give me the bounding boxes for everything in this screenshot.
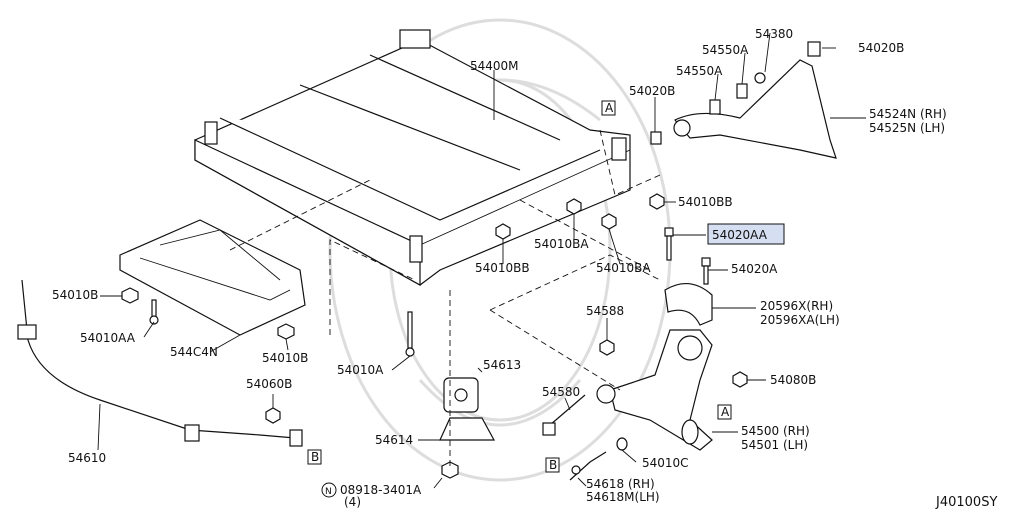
label-54525n: 54525N (LH) xyxy=(869,121,945,135)
label-54080b: 54080B xyxy=(770,373,816,387)
callout-box-a-bottom xyxy=(717,404,732,420)
stabilizer-bar[interactable] xyxy=(17,279,303,447)
callout-b-left: B xyxy=(311,450,319,464)
circled-n-letter: N xyxy=(325,487,332,497)
label-20596x: 20596X(RH) xyxy=(760,299,833,313)
callout-a-bottom: A xyxy=(721,405,730,419)
lower-arm-knuckle[interactable] xyxy=(596,329,713,451)
stabilizer-bushing[interactable] xyxy=(443,377,479,413)
bolt-54550a-2[interactable] xyxy=(709,99,721,115)
bolt-54580[interactable] xyxy=(542,394,586,436)
callout-box-a-top xyxy=(601,100,616,116)
leader-lines xyxy=(97,32,866,489)
label-544c4n: 544C4N xyxy=(170,345,218,359)
label-54614: 54614 xyxy=(375,433,413,447)
assembly-lines xyxy=(229,129,661,470)
label-54010a: 54010A xyxy=(337,363,384,377)
diagram-code: J40100SY xyxy=(935,495,997,510)
label-54400m: 54400M xyxy=(470,59,519,73)
stabilizer-clamp[interactable] xyxy=(439,417,496,441)
label-54020b-top: 54020B xyxy=(858,41,904,55)
upper-link-arm[interactable] xyxy=(673,41,837,159)
washer-54010c[interactable] xyxy=(616,437,628,451)
label-54610: 54610 xyxy=(68,451,106,465)
nut-54060b[interactable] xyxy=(265,407,281,424)
label-54010aa: 54010AA xyxy=(80,331,136,345)
label-54550a-1: 54550A xyxy=(702,43,749,57)
bolt-54010aa[interactable] xyxy=(149,299,159,325)
label-54550a-2: 54550A xyxy=(676,64,723,78)
label-54618: 54618 (RH) xyxy=(586,477,655,491)
label-54613: 54613 xyxy=(483,358,521,372)
bolt-54020aa[interactable] xyxy=(664,227,674,261)
label-20596xa: 20596XA(LH) xyxy=(760,313,840,327)
nut-54588[interactable] xyxy=(599,339,615,356)
washer-54380[interactable] xyxy=(754,72,766,84)
nut-54010ba-1[interactable] xyxy=(566,198,582,215)
label-54010ba-1: 54010BA xyxy=(534,237,589,251)
front-subframe[interactable] xyxy=(194,29,631,287)
bolt-54020a[interactable] xyxy=(701,257,711,285)
circled-n-icon xyxy=(321,482,337,498)
label-54010b-mid: 54010B xyxy=(262,351,308,365)
label-54501: 54501 (LH) xyxy=(741,438,808,452)
nut-54010bb-left[interactable] xyxy=(495,223,511,240)
label-54010ba-2: 54010BA xyxy=(596,261,651,275)
bushing-20596x[interactable] xyxy=(664,283,713,326)
label-54020b-mid: 54020B xyxy=(629,84,675,98)
label-54020a: 54020A xyxy=(731,262,778,276)
nut-54010ba-2[interactable] xyxy=(601,213,617,230)
label-54020aa: 54020AA xyxy=(712,228,768,242)
label-54500: 54500 (RH) xyxy=(741,424,810,438)
label-54010b-left: 54010B xyxy=(52,288,98,302)
subframe-bracket[interactable] xyxy=(119,219,306,336)
label-54524n: 54524N (RH) xyxy=(869,107,947,121)
label-54618m: 54618M(LH) xyxy=(586,490,660,504)
label-08918-qty: (4) xyxy=(344,495,361,509)
callout-b-bottom: B xyxy=(549,458,557,472)
label-54580: 54580 xyxy=(542,385,580,399)
highlight-box xyxy=(707,223,785,245)
nut-54010b-left[interactable] xyxy=(121,287,139,304)
nut-54010b-mid[interactable] xyxy=(277,323,295,340)
label-54010bb-right: 54010BB xyxy=(678,195,733,209)
label-54060b: 54060B xyxy=(246,377,292,391)
nut-54020b-mid[interactable] xyxy=(650,131,662,145)
label-54588: 54588 xyxy=(586,304,624,318)
stabilizer-link[interactable] xyxy=(569,451,607,481)
nut-54080b[interactable] xyxy=(732,371,748,388)
label-54010bb-left: 54010BB xyxy=(475,261,530,275)
callout-box-b-bottom xyxy=(545,457,560,473)
nut-54010bb-right[interactable] xyxy=(649,193,665,210)
bolt-54010a[interactable] xyxy=(405,311,415,357)
label-08918: 08918-3401A xyxy=(340,483,422,497)
label-54380: 54380 xyxy=(755,27,793,41)
callout-box-b-left xyxy=(307,449,322,465)
callout-a-top: A xyxy=(605,101,614,115)
label-54010c: 54010C xyxy=(642,456,689,470)
bolt-54550a-1[interactable] xyxy=(736,83,748,99)
